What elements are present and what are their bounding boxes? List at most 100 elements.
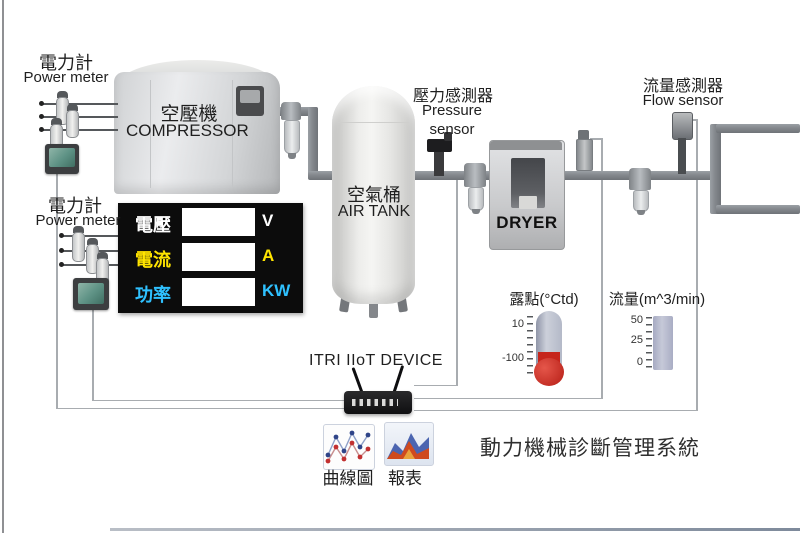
powermeter1-screen	[49, 148, 75, 167]
thermometer-bulb	[534, 358, 564, 386]
powermeter1-label-en: Power meter	[23, 69, 109, 86]
pipe-down-to-tank	[308, 107, 318, 177]
pipe-main-line	[412, 171, 718, 180]
air-tank-weld-line	[338, 122, 409, 123]
pressure-sensor-connector	[444, 132, 452, 141]
powermeter1-data-line-vertical	[56, 172, 58, 409]
air-tank-label-zh: 空氣桶	[347, 185, 401, 205]
flow-sensor-stem	[678, 138, 686, 174]
powermeter2-ct2-cap	[87, 238, 98, 245]
powermeter2-wire-dot-2	[59, 248, 64, 253]
flow-sensor-data-line-horizontal	[414, 409, 697, 411]
air-tank-leg-center	[369, 294, 378, 318]
curve-chart-label: 曲線圖	[322, 469, 374, 488]
powermeter1-wire-3	[42, 129, 118, 131]
pressure-sensor-stem	[434, 152, 444, 176]
powermeter2-screen	[78, 283, 104, 304]
bottom-border-line	[110, 528, 800, 531]
air-filter-3-drain	[637, 210, 645, 215]
powermeter2-data-line-vertical	[92, 308, 94, 401]
current-value-display	[182, 243, 255, 271]
compressor-seam-left	[150, 80, 151, 188]
powermeter1-wire-1	[42, 103, 118, 105]
air-filter-2-cap	[464, 163, 486, 187]
compressor-seam-right	[232, 80, 233, 188]
report-icon-graphic	[387, 433, 429, 459]
powermeter1-ct1-cap	[57, 91, 68, 98]
powermeter2-ct1-cap	[73, 226, 84, 233]
system-title: 動力機械診斷管理系統	[480, 437, 700, 460]
pressure-sensor-data-line-vertical	[456, 178, 458, 386]
voltage-row: 電壓 V	[118, 205, 303, 241]
dewpoint-gauge-title: 露點(°Ctd)	[509, 291, 579, 308]
dewpoint-tick-top: 10	[511, 318, 524, 330]
current-row: 電流 A	[118, 240, 303, 276]
compressor-label-zh: 空壓機	[160, 104, 218, 125]
iiot-device-label: ITRI IIoT DEVICE	[309, 352, 443, 369]
powermeter1-ct3-cap	[51, 118, 62, 125]
report-label: 報表	[388, 469, 422, 488]
powermeter1-wire-dot-1	[39, 101, 44, 106]
flow-sensor-head	[672, 112, 693, 140]
dryer-top-strip	[490, 141, 562, 150]
measurement-panel: 電壓 V 電流 A 功率 KW	[118, 203, 303, 313]
voltage-label: 電壓	[135, 215, 171, 235]
dewpoint-sensor-cap	[578, 130, 589, 140]
current-label: 電流	[135, 250, 171, 270]
flow-sensor-data-line-connector	[689, 119, 698, 121]
powermeter1-ct2-cap	[67, 104, 78, 111]
power-unit: KW	[262, 281, 291, 300]
powermeter1-ct2	[66, 110, 79, 138]
powermeter2-data-line-horizontal	[92, 399, 346, 401]
flow-sensor-data-line-vertical	[696, 119, 698, 411]
pipe-tank-inlet	[308, 171, 340, 180]
powermeter2-ct3-cap	[97, 252, 108, 259]
pipe-outlet-top	[716, 124, 800, 133]
powermeter2-wire-dot-1	[59, 233, 64, 238]
pipe-outlet-bottom	[716, 205, 800, 214]
flow-gauge-ticks	[646, 317, 652, 369]
dewpoint-sensor-data-line-horizontal	[414, 397, 602, 399]
iiot-router-ports	[352, 399, 398, 406]
flow-sensor-label-en: Flow sensor	[642, 92, 724, 109]
dewpoint-sensor-body	[576, 139, 593, 171]
curve-chart-icon-graphic	[325, 430, 371, 464]
flow-sensor-label-zh: 流量感測器	[642, 78, 723, 95]
current-unit: A	[262, 246, 275, 265]
air-tank-label-en: AIR TANK	[337, 203, 411, 220]
powermeter1-label-zh: 電力計	[39, 53, 93, 73]
powermeter2-ct1	[72, 232, 85, 262]
air-filter-1-bowl	[284, 120, 300, 154]
report-icon	[384, 422, 434, 466]
dewpoint-gauge-ticks	[527, 316, 533, 374]
dewpoint-sensor-data-line-connector	[590, 138, 602, 140]
left-border-line	[2, 0, 4, 533]
air-filter-3-cap	[629, 168, 651, 190]
flow-gauge-title: 流量(m^3/min)	[608, 291, 706, 308]
pressure-sensor-label-zh: 壓力感測器	[412, 88, 493, 105]
flow-tick-mid: 25	[630, 334, 643, 346]
powermeter2-label-zh: 電力計	[48, 196, 102, 216]
pressure-sensor-data-line-horizontal	[414, 384, 457, 386]
powermeter1-wire-2	[42, 116, 118, 118]
air-filter-2-drain	[472, 209, 480, 214]
dewpoint-sensor-data-line-vertical	[601, 138, 603, 399]
dryer-label: DRYER	[496, 213, 558, 232]
power-value-display	[182, 278, 255, 306]
air-filter-3-bowl	[633, 190, 649, 212]
powermeter2-wire-1	[62, 235, 120, 237]
powermeter1-wire-dot-2	[39, 114, 44, 119]
air-filter-2-bowl	[468, 187, 484, 211]
powermeter2-label-en: Power meter	[35, 212, 121, 229]
voltage-value-display	[182, 208, 255, 236]
pipe-right-riser	[710, 124, 721, 214]
power-label: 功率	[135, 285, 171, 305]
air-filter-1-drain	[288, 153, 296, 159]
powermeter2-wire-dot-3	[59, 262, 64, 267]
flow-tick-top: 50	[630, 314, 643, 326]
compressor-label-en: COMPRESSOR	[126, 121, 249, 140]
pressure-sensor-head	[427, 139, 452, 152]
flow-tick-bottom: 0	[636, 356, 643, 368]
dryer-vent	[519, 196, 537, 209]
